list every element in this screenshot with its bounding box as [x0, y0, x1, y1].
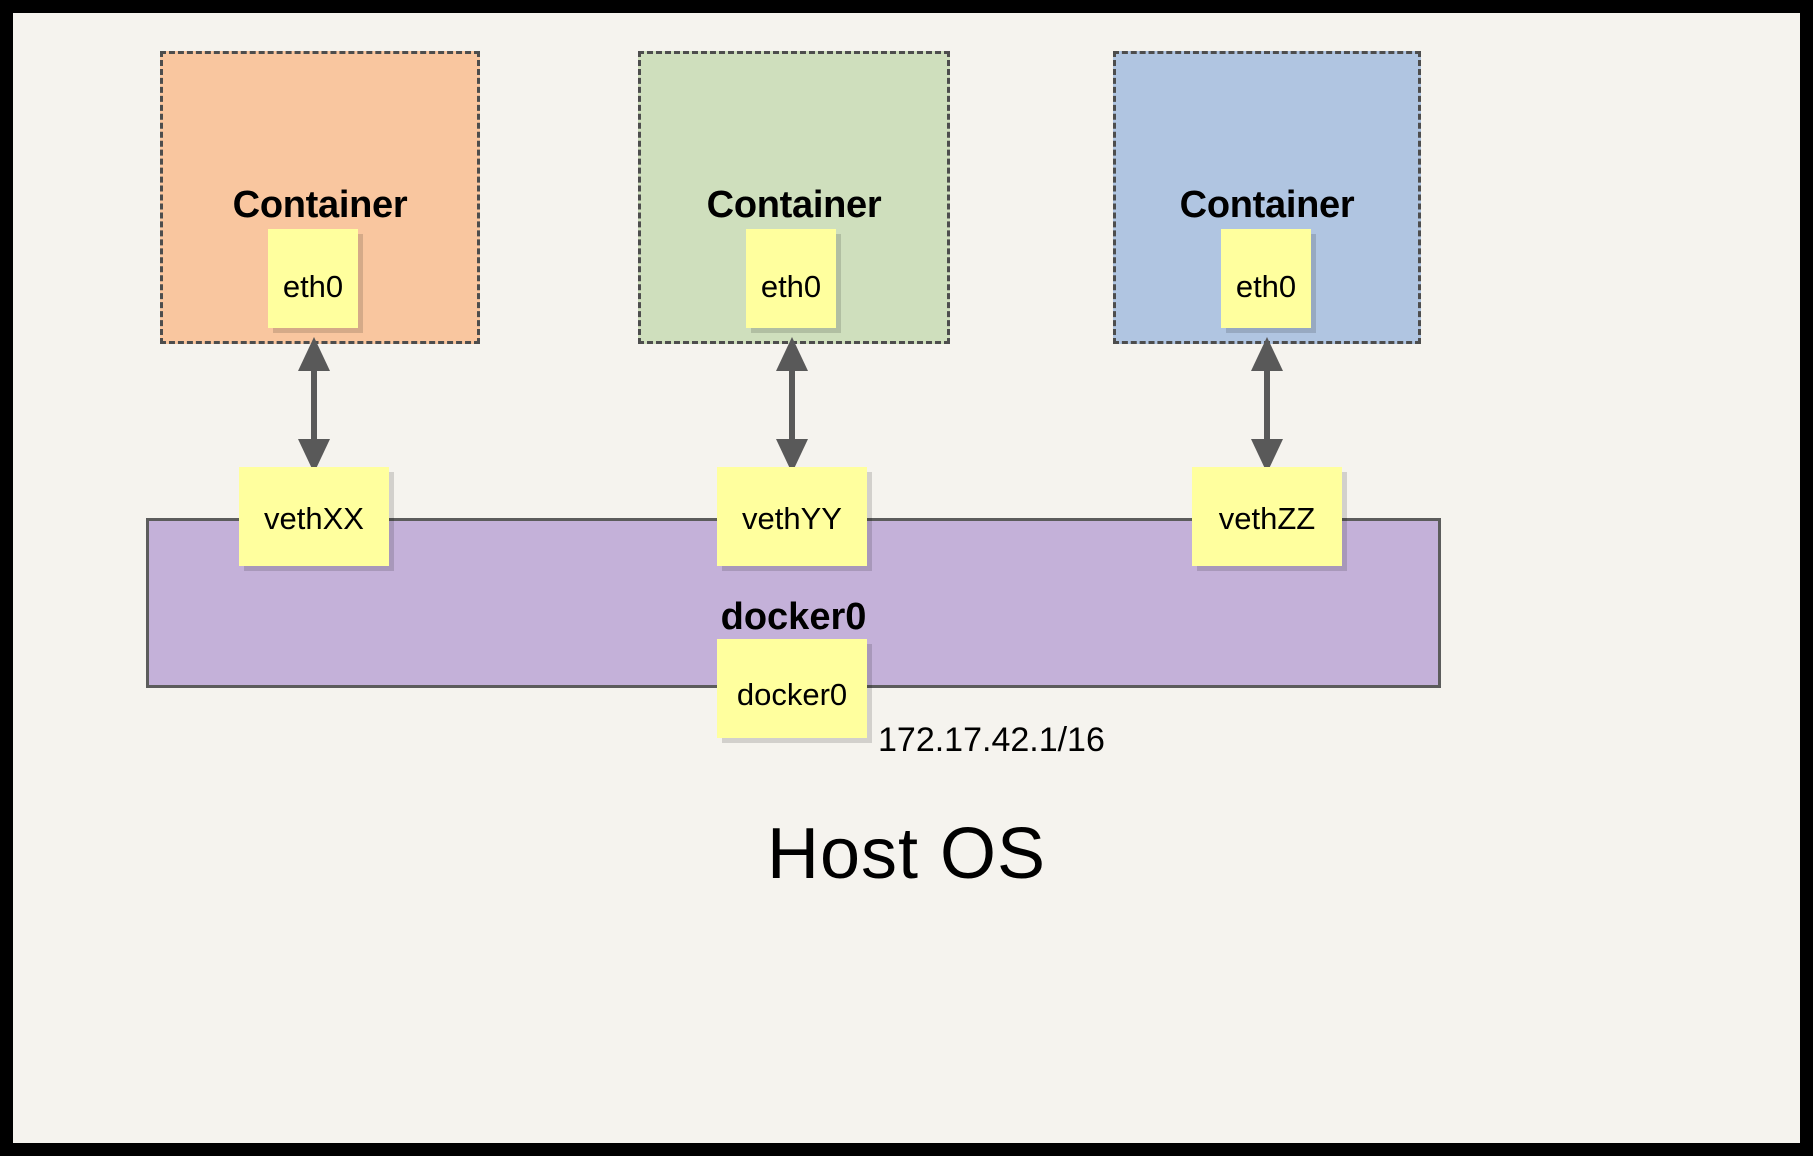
eth0-label-3: eth0 — [1235, 269, 1297, 304]
docker0-port-label: docker0 — [736, 677, 848, 712]
veth-box-1[interactable]: vethXX — [239, 467, 389, 566]
eth0-box-3[interactable]: eth0 — [1221, 229, 1311, 328]
container-title-3: Container — [1179, 184, 1355, 226]
veth-label-2: vethYY — [742, 501, 842, 536]
veth-label-1: vethXX — [264, 501, 364, 536]
diagram-canvas: Container eth0 Container eth0 Container … — [13, 13, 1800, 1143]
host-os-label: Host OS — [766, 814, 1047, 894]
eth0-box-1[interactable]: eth0 — [268, 229, 358, 328]
docker0-ip-label: 172.17.42.1/16 — [878, 721, 1105, 759]
veth-link-arrow-1 — [298, 337, 330, 473]
veth-link-arrow-2 — [776, 337, 808, 473]
eth0-label-1: eth0 — [282, 269, 344, 304]
container-title-1: Container — [232, 184, 408, 226]
docker0-bridge-label: docker0 — [720, 596, 867, 638]
container-title-2: Container — [706, 184, 882, 226]
eth0-label-2: eth0 — [760, 269, 822, 304]
eth0-box-2[interactable]: eth0 — [746, 229, 836, 328]
veth-box-3[interactable]: vethZZ — [1192, 467, 1342, 566]
docker0-port-box[interactable]: docker0 — [717, 639, 867, 738]
veth-label-3: vethZZ — [1218, 501, 1316, 536]
veth-link-arrow-3 — [1251, 337, 1283, 473]
veth-box-2[interactable]: vethYY — [717, 467, 867, 566]
